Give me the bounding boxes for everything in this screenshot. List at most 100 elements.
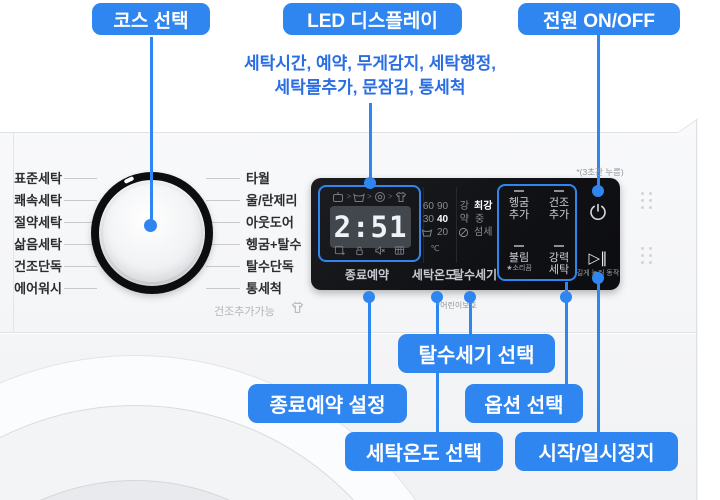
chevron-icon: >	[346, 192, 352, 201]
power-hold-note: *(3초간 누름)	[576, 167, 624, 177]
course-tick	[64, 288, 97, 289]
panel-divider	[423, 187, 424, 263]
dry-icon	[395, 191, 406, 202]
connector-power	[597, 33, 600, 187]
connector-display	[368, 103, 372, 179]
course-tick	[64, 222, 97, 223]
add-laundry-icon	[334, 245, 345, 255]
start-pause-button[interactable]: ▷∥	[588, 250, 608, 267]
chevron-icon: >	[367, 192, 372, 201]
course-tick	[206, 222, 240, 223]
panel-seam	[13, 132, 14, 332]
course-tick	[206, 266, 240, 267]
option-label: 강력	[548, 252, 570, 264]
course-label: 아웃도어	[246, 215, 294, 230]
wash-icon	[353, 193, 365, 202]
temp-40-selected: 40	[437, 214, 449, 225]
soak-button[interactable]: 불림 ★소리끔	[499, 245, 539, 273]
temp-60: 60	[422, 201, 434, 212]
course-label: 절약세탁	[14, 215, 62, 230]
spin-strong: 강	[459, 201, 469, 212]
callout-course-select: 코스 선택	[92, 3, 210, 35]
weight-sense-icon	[333, 192, 344, 202]
no-spin-icon	[458, 227, 469, 238]
pointer-dot-course	[144, 219, 157, 232]
pointer-dot-option	[560, 291, 572, 303]
rinse-add-button[interactable]: 헹굼 추가	[499, 190, 539, 221]
course-tick	[64, 266, 97, 267]
spin-icon	[374, 192, 385, 202]
option-label: 세탁	[548, 264, 570, 276]
body-corner-edge	[677, 118, 698, 133]
course-tick	[206, 200, 240, 201]
course-label: 삶음세탁	[14, 237, 62, 252]
display-note-line1: 세탁시간, 예약, 무게감지, 세탁행정,	[243, 54, 497, 73]
celsius-unit: ℃	[430, 244, 440, 253]
callout-led-display: LED 디스플레이	[283, 3, 462, 35]
display-note-line2: 세탁물추가, 문잠김, 통세척	[274, 78, 466, 97]
course-label: 타월	[246, 171, 270, 186]
reserve-button[interactable]: 종료예약	[344, 268, 390, 282]
body-right-edge	[696, 118, 697, 500]
child-lock-note: *어린이보호	[437, 301, 477, 310]
power-wash-button[interactable]: 강력 세탁	[539, 245, 579, 276]
cold-water-icon	[421, 228, 433, 237]
callout-reserve-set: 종료예약 설정	[248, 384, 407, 423]
connector-spin	[468, 295, 472, 334]
option-label: 추가	[548, 209, 570, 221]
connector-start	[596, 276, 600, 432]
course-tick	[206, 288, 240, 289]
course-label: 헹굼+탈수	[246, 237, 302, 252]
course-tick	[64, 178, 97, 179]
option-led	[554, 190, 564, 192]
led-display: > > > 2:51	[318, 185, 421, 262]
control-panel: > > > 2:51 60 90 30 40	[311, 178, 620, 290]
option-buttons-group: 헹굼 추가 건조 추가 불림 ★소리끔 강력 세탁	[497, 184, 577, 281]
course-tick	[206, 178, 240, 179]
option-led	[514, 190, 524, 192]
course-label: 탈수단독	[246, 259, 294, 274]
door-lock-icon	[356, 246, 363, 255]
tub-clean-icon	[394, 245, 405, 255]
course-tick	[206, 244, 240, 245]
course-label: 통세척	[246, 281, 282, 296]
callout-spin-select: 탈수세기 선택	[398, 334, 555, 373]
course-label: 에어워시	[14, 281, 62, 296]
temp-button[interactable]: 세탁온도	[411, 268, 457, 282]
panel-divider	[456, 187, 457, 263]
pointer-dot-start	[592, 272, 604, 284]
course-label: 쾌속세탁	[14, 193, 62, 208]
spin-mid: 중	[475, 214, 485, 225]
remaining-time: 2:51	[333, 210, 408, 244]
option-sublabel: ★소리끔	[506, 265, 532, 272]
callout-temp-select: 세탁온도 선택	[345, 432, 503, 471]
body-seam	[0, 332, 698, 333]
sound-off-icon	[375, 245, 385, 255]
status-icon-row	[322, 243, 417, 257]
course-tick	[64, 200, 97, 201]
power-button[interactable]	[588, 202, 608, 222]
time-display: 2:51	[330, 206, 411, 248]
dry-add-button[interactable]: 건조 추가	[539, 190, 579, 221]
callout-power-onoff: 전원 ON/OFF	[518, 3, 680, 35]
temp-90: 90	[437, 201, 449, 212]
spin-max-selected: 최강	[474, 201, 493, 212]
temp-30: 30	[422, 214, 434, 225]
spin-delicate: 섬세	[474, 227, 493, 238]
connector-reserve	[367, 295, 371, 384]
pointer-dot-spin	[464, 291, 476, 303]
option-label: 건조	[548, 197, 570, 209]
connector-option	[564, 282, 568, 384]
spin-button[interactable]: 탈수세기	[452, 268, 498, 282]
option-led	[554, 245, 564, 247]
pointer-dot-reserve	[363, 291, 375, 303]
option-led	[514, 245, 524, 247]
callout-option-select: 옵션 선택	[465, 384, 583, 423]
pointer-dot-temp	[431, 291, 443, 303]
vent-dots	[641, 247, 653, 267]
body-top-edge	[0, 132, 678, 133]
course-label: 건조단독	[14, 259, 62, 274]
pointer-dot-power	[592, 185, 604, 197]
course-label: 표준세탁	[14, 171, 62, 186]
